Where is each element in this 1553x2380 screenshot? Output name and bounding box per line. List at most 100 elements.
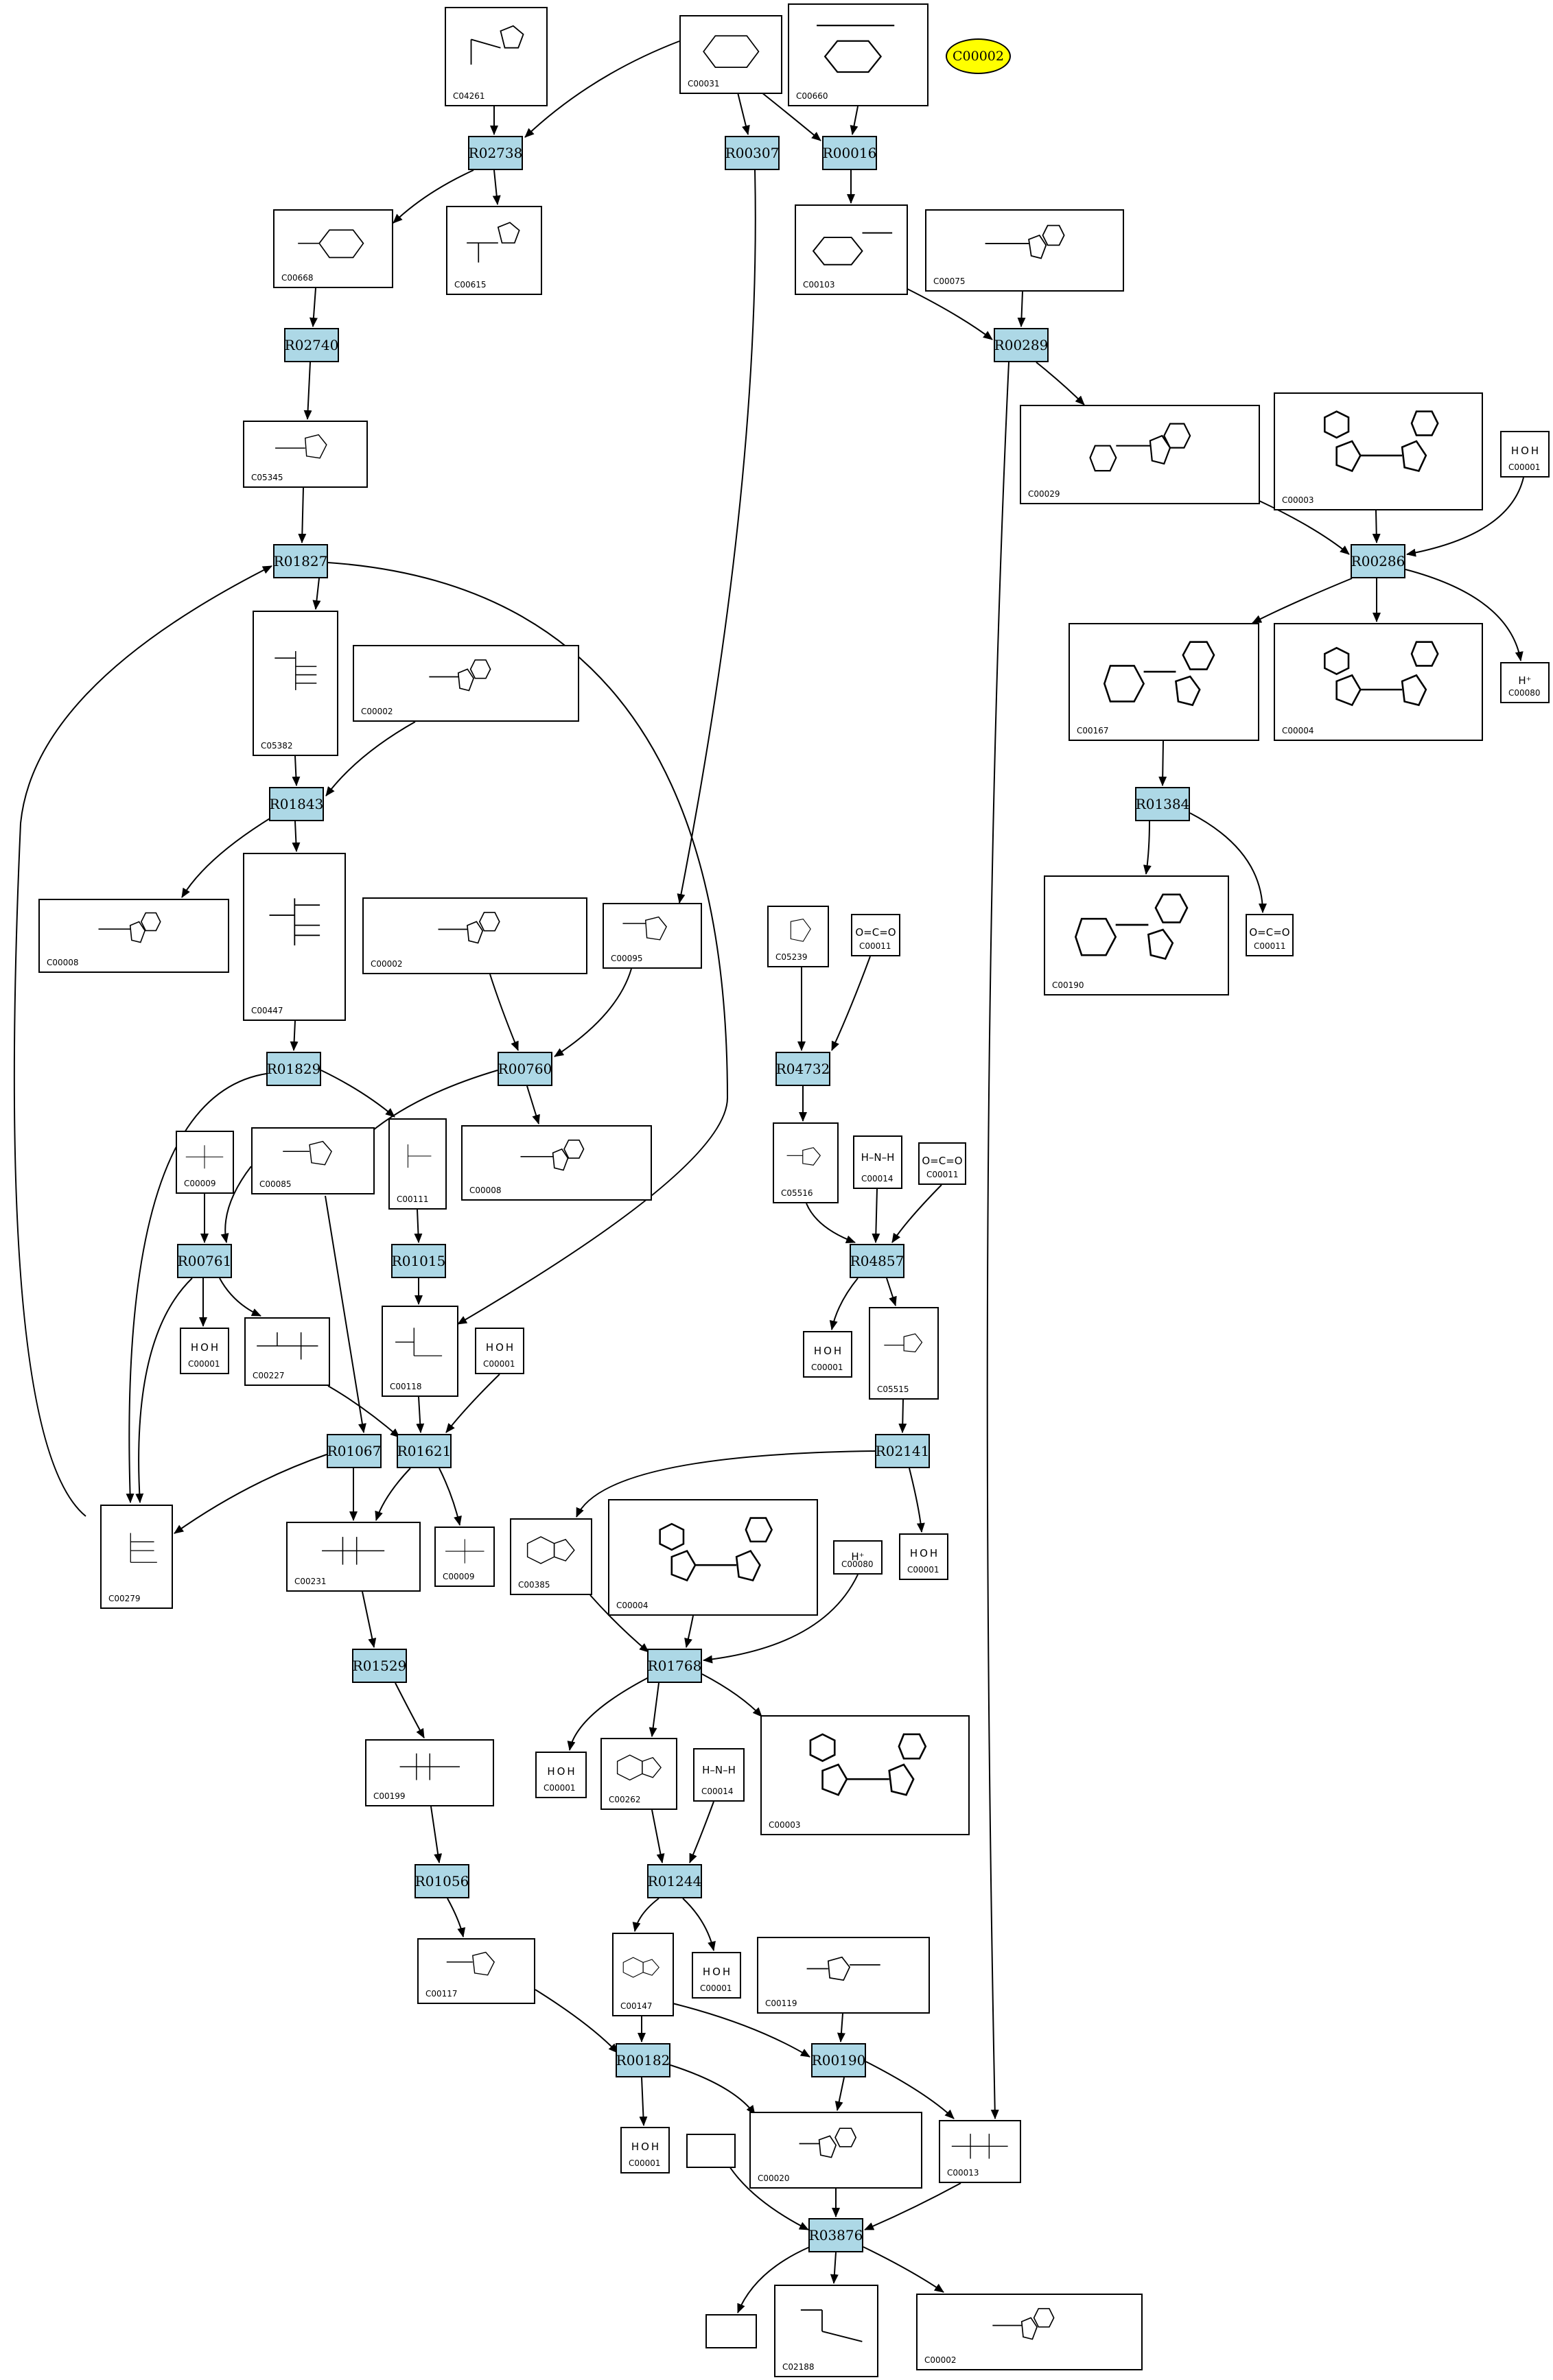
compound-C00119[interactable]: C00119 (757, 1937, 930, 2014)
edge-arrow (703, 1574, 859, 1664)
compound-C00075[interactable]: C00075 (925, 209, 1124, 292)
compound-C00660[interactable]: C00660 (788, 3, 929, 106)
reaction-R00190[interactable]: R00190 (811, 2043, 866, 2077)
reaction-R00761[interactable]: R00761 (177, 1244, 232, 1278)
compound-C05515[interactable]: C05515 (869, 1307, 939, 1400)
compound-C00085[interactable]: C00085 (251, 1127, 375, 1194)
compound-C00009[interactable]: C00009 (434, 1527, 495, 1587)
reaction-R04732[interactable]: R04732 (775, 1052, 830, 1086)
compound-C00167[interactable]: C00167 (1069, 623, 1259, 741)
compound-C00190[interactable]: C00190 (1044, 875, 1229, 995)
compound-C00008[interactable]: C00008 (461, 1125, 652, 1201)
compound-C00080[interactable]: H⁺C00080 (833, 1540, 883, 1575)
blank-node[interactable] (686, 2134, 736, 2168)
reaction-R00760[interactable]: R00760 (498, 1052, 552, 1086)
reaction-R01621[interactable]: R01621 (397, 1434, 452, 1468)
structure-icon (1088, 423, 1191, 472)
blank-node[interactable] (705, 2314, 757, 2348)
reaction-R01827[interactable]: R01827 (273, 544, 328, 578)
compound-C02188[interactable]: C02188 (774, 2285, 878, 2377)
compound-C00231[interactable]: C00231 (286, 1522, 421, 1592)
compound-C00020[interactable]: C00020 (749, 2112, 922, 2189)
compound-C00008[interactable]: C00008 (38, 899, 229, 973)
edge-arrow (13, 565, 272, 1517)
compound-C00002[interactable]: C00002 (362, 897, 587, 974)
compound-C00111[interactable]: C00111 (388, 1118, 447, 1210)
reaction-R01529[interactable]: R01529 (352, 1649, 407, 1683)
compound-C00103[interactable]: C00103 (795, 204, 908, 295)
compound-C00199[interactable]: C00199 (365, 1739, 494, 1806)
compound-C05345[interactable]: C05345 (243, 421, 368, 488)
compound-C00002[interactable]: C00002 (353, 645, 579, 722)
compound-C00227[interactable]: C00227 (244, 1317, 330, 1386)
compound-C00002[interactable]: C00002 (916, 2294, 1143, 2370)
reaction-R01829[interactable]: R01829 (266, 1052, 321, 1086)
proton-formula: H⁺ (851, 1550, 865, 1563)
reaction-R02740[interactable]: R02740 (284, 328, 339, 362)
reaction-R00286[interactable]: R00286 (1351, 544, 1405, 578)
compound-C00095[interactable]: C00095 (603, 903, 702, 969)
compound-id: C00103 (803, 280, 835, 290)
reaction-R00289[interactable]: R00289 (994, 328, 1049, 362)
compound-C04261[interactable]: C04261 (445, 7, 548, 106)
compound-C00013[interactable]: C00013 (939, 2120, 1021, 2183)
reaction-R01244[interactable]: R01244 (647, 1864, 702, 1898)
reaction-R02738[interactable]: R02738 (468, 136, 523, 170)
compound-C05239[interactable]: C05239 (767, 906, 829, 967)
reaction-R01015[interactable]: R01015 (391, 1244, 446, 1278)
compound-C00003[interactable]: C00003 (760, 1715, 970, 1835)
reaction-R00307[interactable]: R00307 (725, 136, 780, 170)
structure-icon (445, 1539, 484, 1564)
reaction-R01768[interactable]: R01768 (647, 1649, 702, 1683)
reaction-R01056[interactable]: R01056 (414, 1864, 469, 1898)
compound-C00262[interactable]: C00262 (600, 1738, 677, 1810)
compound-C00029[interactable]: C00029 (1020, 405, 1260, 504)
compound-C00004[interactable]: C00004 (1274, 623, 1483, 741)
reaction-R01067[interactable]: R01067 (327, 1434, 382, 1468)
reaction-R00182[interactable]: R00182 (616, 2043, 670, 2077)
reaction-R00016[interactable]: R00016 (822, 136, 877, 170)
compound-C00009[interactable]: C00009 (176, 1131, 234, 1194)
compound-C00003[interactable]: C00003 (1274, 392, 1483, 510)
compound-id: C05515 (877, 1385, 909, 1394)
structure-icon (1075, 893, 1189, 961)
compound-C00147[interactable]: C00147 (612, 1933, 674, 2016)
compound-C00004[interactable]: C00004 (608, 1499, 818, 1616)
compound-id: C00085 (259, 1179, 292, 1189)
reaction-R03876[interactable]: R03876 (808, 2218, 863, 2252)
reaction-R02141[interactable]: R02141 (875, 1434, 930, 1468)
highlight-compound-oval[interactable]: C00002 (946, 38, 1011, 74)
compound-C00279[interactable]: C00279 (100, 1505, 173, 1609)
reaction-R01843[interactable]: R01843 (269, 787, 324, 821)
compound-C00668[interactable]: C00668 (273, 209, 393, 288)
compound-C00615[interactable]: C00615 (446, 206, 542, 295)
compound-id: C00029 (1028, 489, 1060, 499)
compound-C00031[interactable]: C00031 (679, 15, 782, 94)
reaction-R04857[interactable]: R04857 (850, 1244, 904, 1278)
compound-id: C00668 (281, 273, 314, 283)
compound-C00385[interactable]: C00385 (510, 1518, 592, 1595)
compound-C00117[interactable]: C00117 (417, 1938, 535, 2004)
compound-C05382[interactable]: C05382 (253, 611, 338, 756)
structure-icon (985, 224, 1065, 259)
reaction-R01384[interactable]: R01384 (1135, 787, 1190, 821)
compound-C05516[interactable]: C05516 (773, 1122, 839, 1203)
compound-id: C00001 (811, 1363, 843, 1372)
compound-C00447[interactable]: C00447 (243, 853, 346, 1021)
structure-icon (806, 1956, 880, 1981)
compound-C00080[interactable]: H⁺C00080 (1500, 662, 1550, 703)
compound-C00118[interactable]: C00118 (382, 1306, 458, 1397)
